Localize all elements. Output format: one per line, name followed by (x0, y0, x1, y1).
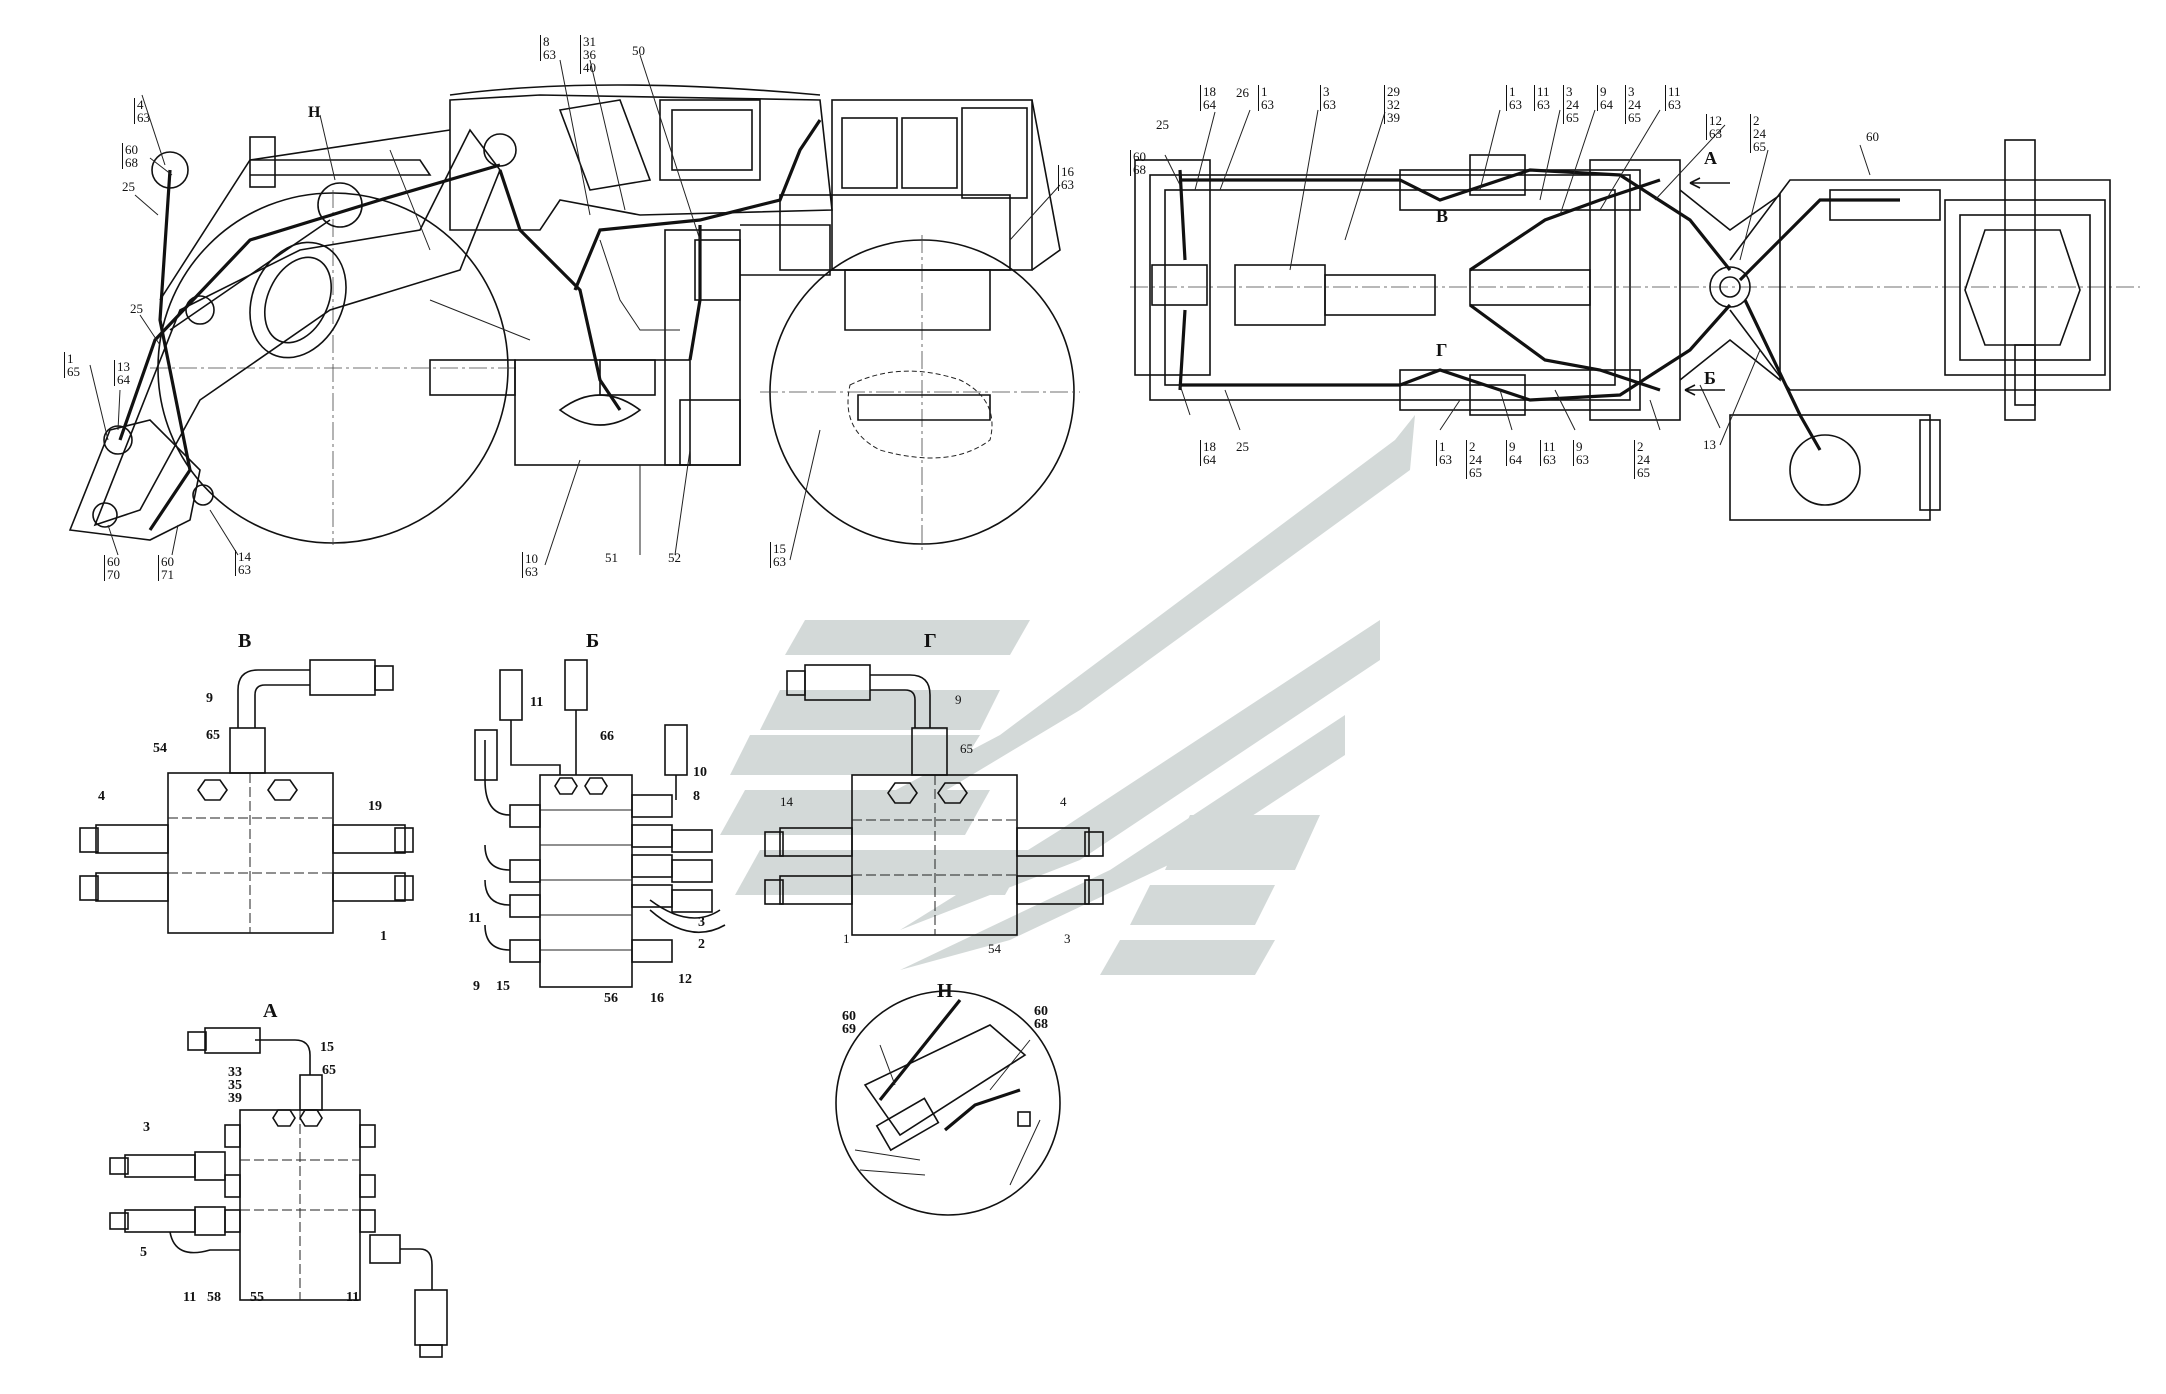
callout-top-B: Б (1704, 368, 1716, 388)
callout-top-V: В (1436, 206, 1449, 226)
view-v-block (79, 659, 414, 934)
v-callout-19: 19 (368, 799, 382, 814)
callout-top-A: А (1704, 148, 1717, 168)
callout-top-25: 25 (1156, 117, 1169, 132)
v-callout-4: 4 (98, 789, 105, 804)
callout-top-60: 60 (1866, 129, 1879, 144)
top-view (1130, 109, 2140, 521)
view-title-n: Н (937, 980, 953, 1002)
view-n-block (835, 990, 1061, 1216)
a-callout-55: 55 (250, 1290, 264, 1305)
callout-side-25b: 25 (130, 301, 143, 316)
a-callout-3: 3 (143, 1120, 150, 1135)
b-callout-15: 15 (496, 979, 510, 994)
callout-top-G: Г (1436, 340, 1448, 360)
view-g-block (764, 664, 1104, 936)
v-callout-1: 1 (380, 929, 387, 944)
callout-side-52: 52 (668, 550, 681, 565)
watermark-logo (720, 415, 1415, 975)
callout-top-26: 26 (1236, 85, 1249, 100)
view-title-g: Г (924, 630, 937, 652)
b-callout-56: 56 (604, 991, 618, 1006)
view-title-b: Б (586, 630, 600, 652)
b-callout-11b: 11 (468, 911, 482, 926)
callout-side-H: Н (308, 104, 321, 121)
b-callout-10: 10 (693, 765, 707, 780)
v-callout-65: 65 (206, 728, 220, 743)
b-callout-11: 11 (530, 695, 544, 710)
b-callout-16: 16 (650, 991, 664, 1006)
a-callout-15: 15 (320, 1040, 334, 1055)
view-a-block (109, 1027, 448, 1358)
b-callout-3: 3 (698, 915, 705, 930)
g-callout-9: 9 (955, 692, 962, 707)
view-b-block (474, 659, 726, 988)
a-callout-58: 58 (207, 1290, 221, 1305)
side-view (68, 54, 1080, 566)
view-title-v: В (238, 630, 252, 652)
a-callout-65: 65 (322, 1063, 336, 1078)
g-callout-65: 65 (960, 741, 973, 756)
a-callout-11: 11 (183, 1290, 197, 1305)
g-callout-14: 14 (780, 794, 793, 809)
a-callout-5: 5 (140, 1245, 147, 1260)
b-callout-12: 12 (678, 972, 692, 987)
g-callout-1: 1 (843, 931, 850, 946)
v-callout-54: 54 (153, 741, 167, 756)
a-callout-11b: 11 (346, 1290, 360, 1305)
callout-side-50: 50 (632, 43, 645, 58)
v-callout-9: 9 (206, 691, 213, 706)
view-title-a: А (263, 1000, 278, 1022)
b-callout-9: 9 (473, 979, 480, 994)
b-callout-8: 8 (693, 789, 700, 804)
callout-top-bot-13: 13 (1703, 437, 1716, 452)
g-callout-4: 4 (1060, 794, 1067, 809)
g-callout-3: 3 (1064, 931, 1071, 946)
callout-side-25a: 25 (122, 179, 135, 194)
callout-side-51: 51 (605, 550, 618, 565)
callout-top-bot-25: 25 (1236, 439, 1249, 454)
b-callout-2: 2 (698, 937, 705, 952)
g-callout-54: 54 (988, 941, 1001, 956)
b-callout-66: 66 (600, 729, 614, 744)
